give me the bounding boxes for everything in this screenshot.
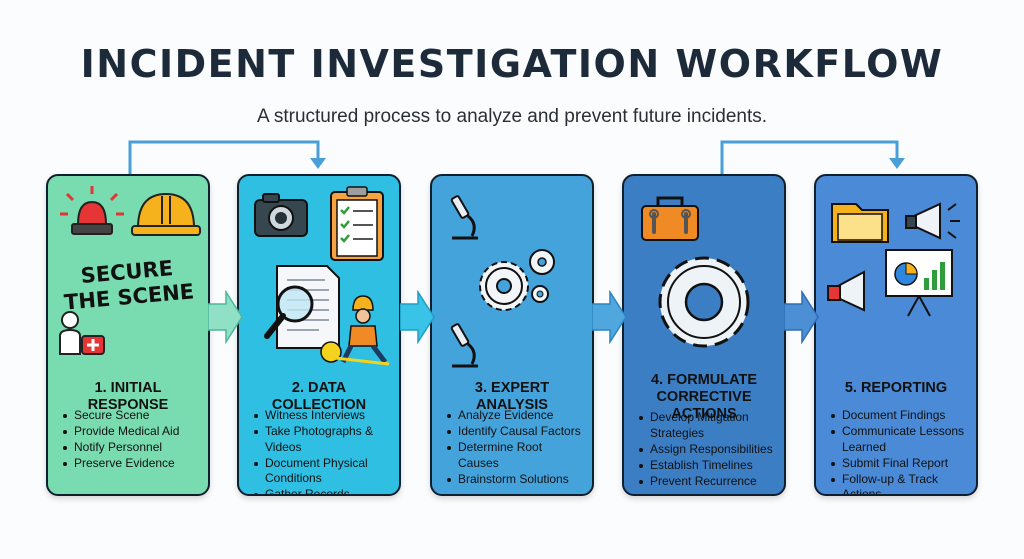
list-item: Brainstorm Solutions <box>446 472 586 488</box>
hard-hat-icon <box>131 192 201 236</box>
step-card-data-collection: 2. DATA COLLECTION Witness Interviews Ta… <box>237 174 401 496</box>
list-item: Determine Root Causes <box>446 440 586 471</box>
microscope-icon <box>450 323 478 368</box>
flow-arrow-4-5 <box>784 290 819 344</box>
list-item: Document Physical Conditions <box>253 456 393 487</box>
clipboard-checklist-icon <box>330 186 384 261</box>
list-item: Develop Mitigation Strategies <box>638 410 778 441</box>
worker-measuring-icon <box>320 295 390 366</box>
list-item: Assign Responsibilities <box>638 442 778 458</box>
toolbox-icon <box>641 196 699 241</box>
page-subtitle: A structured process to analyze and prev… <box>256 106 768 127</box>
step-items-list: Secure Scene Provide Medical Aid Notify … <box>62 408 202 472</box>
flow-arrow-1-2 <box>208 290 243 344</box>
folder-icon <box>831 203 889 243</box>
step-card-corrective-actions: 4. FORMULATE CORRECTIVE ACTIONS Develop … <box>622 174 786 496</box>
list-item: Communicate Lessons Learned <box>830 424 970 455</box>
presentation-board-icon <box>885 249 953 317</box>
list-item: Secure Scene <box>62 408 202 424</box>
list-item: Prevent Recurrence <box>638 474 778 490</box>
list-item: Identify Causal Factors <box>446 424 586 440</box>
step-card-initial-response: SECURE THE SCENE 1. INITIAL RESPONSE Sec… <box>46 174 210 496</box>
list-item: Analyze Evidence <box>446 408 586 424</box>
list-item: Submit Final Report <box>830 456 970 472</box>
step-items-list: Analyze Evidence Identify Causal Factors… <box>446 408 586 488</box>
list-item: Witness Interviews <box>253 408 393 424</box>
step-card-reporting: 5. REPORTING Document Findings Communica… <box>814 174 978 496</box>
flow-arrow-3-4 <box>592 290 627 344</box>
step-title: 1. INITIAL RESPONSE <box>87 380 169 413</box>
step-title: 4. FORMULATE CORRECTIVE ACTIONS <box>650 372 758 422</box>
step-4-illustration <box>641 196 750 348</box>
step-title: 2. DATA COLLECTION <box>271 380 367 413</box>
connector-arrowhead-4-5 <box>889 158 905 169</box>
list-item: Notify Personnel <box>62 440 202 456</box>
step-items-list: Witness Interviews Take Photographs & Vi… <box>253 408 393 494</box>
siren-icon <box>60 186 124 235</box>
page-title: INCIDENT INVESTIGATION WORKFLOW <box>80 42 944 86</box>
step-items-list: Develop Mitigation Strategies Assign Res… <box>638 410 778 490</box>
step-title: 5. REPORTING <box>844 380 948 396</box>
step-1-illustration <box>59 186 201 355</box>
document-magnifier-icon <box>264 265 340 349</box>
list-item: Provide Medical Aid <box>62 424 202 440</box>
connector-arrow-1-2 <box>128 140 320 174</box>
step-2-illustration <box>254 186 390 366</box>
step-3-illustration <box>450 195 555 368</box>
step-5-illustration <box>827 202 960 317</box>
list-item: Preserve Evidence <box>62 456 202 472</box>
flow-arrow-2-3 <box>400 290 435 344</box>
list-item: Establish Timelines <box>638 458 778 474</box>
first-aid-person-icon <box>59 311 105 355</box>
large-gear-icon <box>658 256 750 348</box>
camera-icon <box>254 193 308 237</box>
step-items-list: Document Findings Communicate Lessons Le… <box>830 408 970 494</box>
megaphone-icon <box>827 270 865 312</box>
list-item: Follow-up & Track Actions <box>830 472 970 494</box>
list-item: Gather Records <box>253 487 393 494</box>
connector-arrow-4-5 <box>720 140 899 174</box>
list-item: Document Findings <box>830 408 970 424</box>
list-item: Take Photographs & Videos <box>253 424 393 455</box>
step-card-expert-analysis: 3. EXPERT ANALYSIS Analyze Evidence Iden… <box>430 174 594 496</box>
connector-arrowhead-1-2 <box>310 158 326 169</box>
gears-icon <box>479 249 555 311</box>
microscope-icon <box>450 195 478 240</box>
step-title: 3. EXPERT ANALYSIS <box>474 380 550 413</box>
megaphone-icon <box>905 202 960 240</box>
